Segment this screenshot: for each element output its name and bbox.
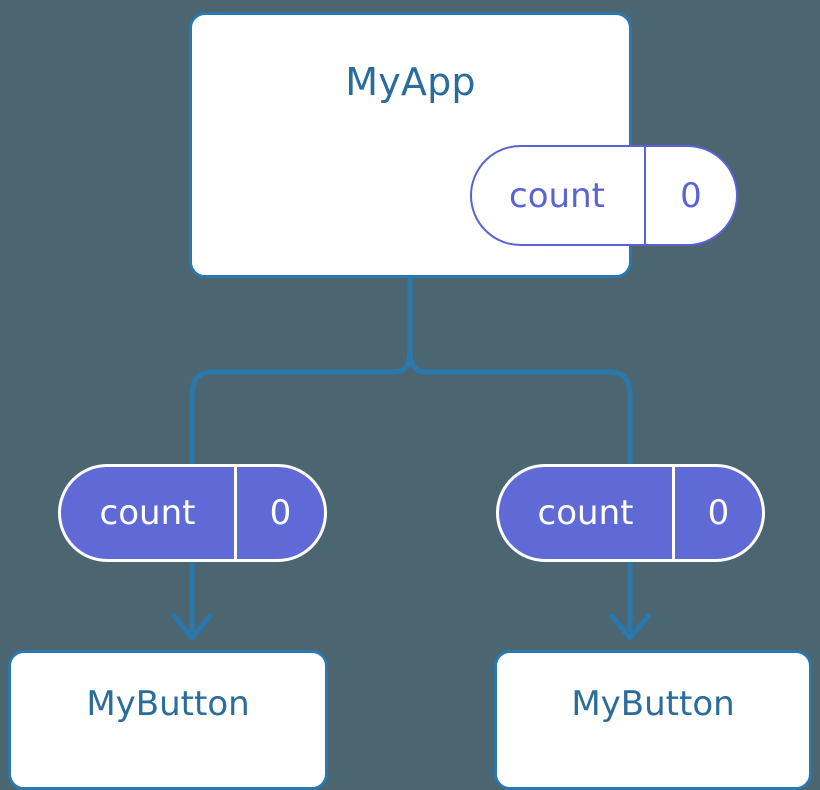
leaf-component-card-left[interactable]: MyButton: [8, 650, 328, 790]
arrow-left-head: [171, 613, 213, 641]
branch-state-key-left: count: [61, 467, 237, 559]
branch-state-value-left: 0: [269, 493, 292, 533]
branch-state-pill-left[interactable]: count 0: [58, 464, 327, 562]
connector-branch-right: [407, 349, 633, 464]
leaf-component-label-right: MyButton: [571, 684, 735, 724]
root-component-label: MyApp: [345, 60, 476, 104]
root-state-key: count: [472, 147, 646, 244]
branch-state-key-right: count: [499, 467, 675, 559]
diagram-canvas: MyApp count 0 count 0 MyButton count 0 M…: [8, 12, 812, 790]
branch-state-pill-right[interactable]: count 0: [496, 464, 765, 562]
connector-branch-left: [189, 349, 413, 464]
root-state-value: 0: [680, 175, 702, 216]
root-component-card[interactable]: MyApp count 0: [189, 12, 738, 278]
leaf-component-card-right[interactable]: MyButton: [494, 650, 812, 790]
branch-state-value-right: 0: [707, 493, 730, 533]
root-state-pill[interactable]: count 0: [470, 145, 738, 246]
arrow-right-head: [609, 613, 651, 641]
leaf-component-label-left: MyButton: [86, 684, 250, 724]
